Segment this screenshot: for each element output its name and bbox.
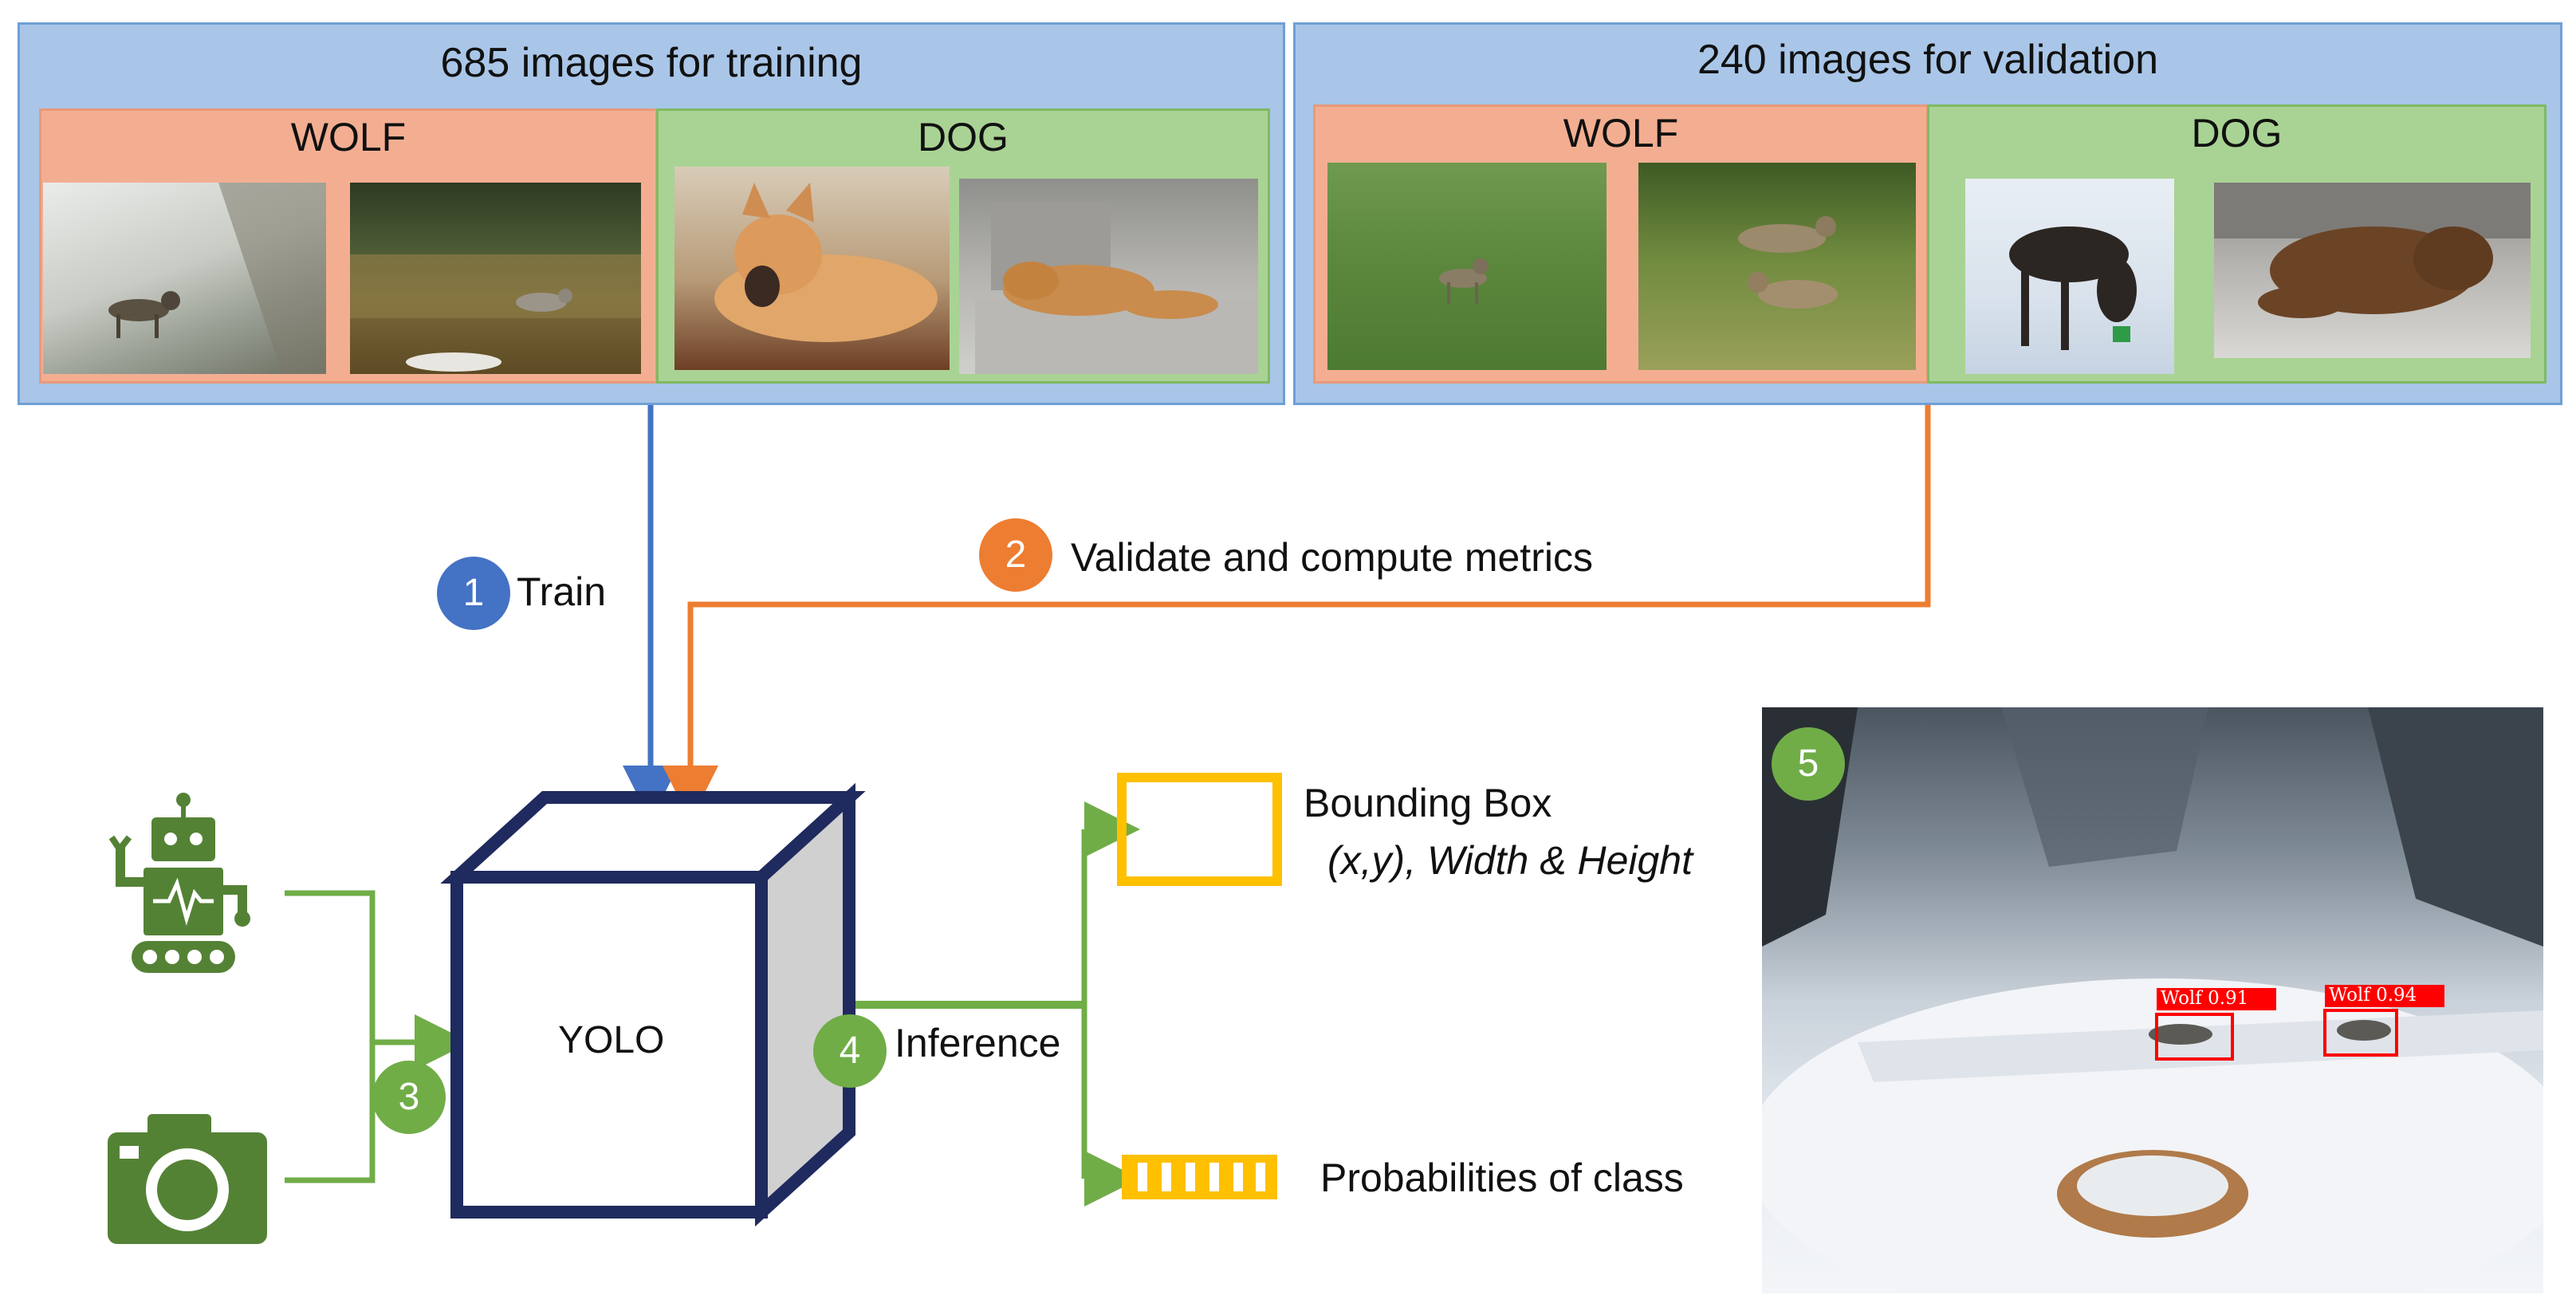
step-5-badge: 5 xyxy=(1772,727,1845,801)
bbox-detail: (x,y), Width & Height xyxy=(1327,838,1693,883)
validate-arrow xyxy=(663,405,1931,821)
step-4-badge: 4 xyxy=(813,1014,887,1088)
step-1-badge: 1 xyxy=(437,557,510,630)
train-label: Train xyxy=(517,569,607,614)
yolo-cube xyxy=(440,782,866,1227)
training-panel: 685 images for training WOLF DOG xyxy=(18,22,1285,405)
validation-title: 240 images for validation xyxy=(1697,37,2159,83)
training-wolf-group: WOLF xyxy=(39,108,658,384)
training-wolf-photo-2 xyxy=(350,183,641,374)
yolo-label: YOLO xyxy=(558,1019,665,1061)
camera-icon xyxy=(108,1114,267,1244)
validation-wolf-photo-2 xyxy=(1638,163,1916,370)
training-dog-photo-2 xyxy=(959,179,1258,374)
validation-wolf-label: WOLF xyxy=(1563,111,1679,156)
robot-connector xyxy=(285,890,376,1183)
training-wolf-label: WOLF xyxy=(290,115,407,159)
bounding-box-icon xyxy=(1117,773,1282,886)
bbox-title: Bounding Box xyxy=(1304,781,1552,825)
inference-label: Inference xyxy=(895,1021,1061,1065)
step-2-badge: 2 xyxy=(979,518,1052,592)
training-wolf-photo-1 xyxy=(43,183,326,374)
training-dog-photo-1 xyxy=(674,167,950,370)
detection-label-1: Wolf 0.91 xyxy=(2161,988,2249,1009)
validation-panel: 240 images for validation WOLF DOG xyxy=(1293,22,2562,405)
validation-dog-photo-2 xyxy=(2214,183,2531,358)
detection-photo: Wolf 0.91 Wolf 0.94 xyxy=(1762,707,2543,1293)
robot-icon xyxy=(108,793,250,973)
validation-dog-group: DOG xyxy=(1927,104,2547,384)
probabilities-icon xyxy=(1122,1155,1277,1199)
detection-label-2: Wolf 0.94 xyxy=(2329,985,2417,1006)
training-dog-label: DOG xyxy=(918,115,1009,159)
validate-label: Validate and compute metrics xyxy=(1071,535,1593,580)
validation-wolf-photo-1 xyxy=(1327,163,1607,370)
probabilities-label: Probabilities of class xyxy=(1320,1155,1684,1200)
training-title: 685 images for training xyxy=(440,40,863,86)
validation-dog-photo-1 xyxy=(1965,179,2174,374)
validation-wolf-group: WOLF xyxy=(1313,104,1929,384)
validation-dog-label: DOG xyxy=(2191,111,2283,156)
step-3-badge: 3 xyxy=(372,1061,446,1134)
training-dog-group: DOG xyxy=(656,108,1270,384)
